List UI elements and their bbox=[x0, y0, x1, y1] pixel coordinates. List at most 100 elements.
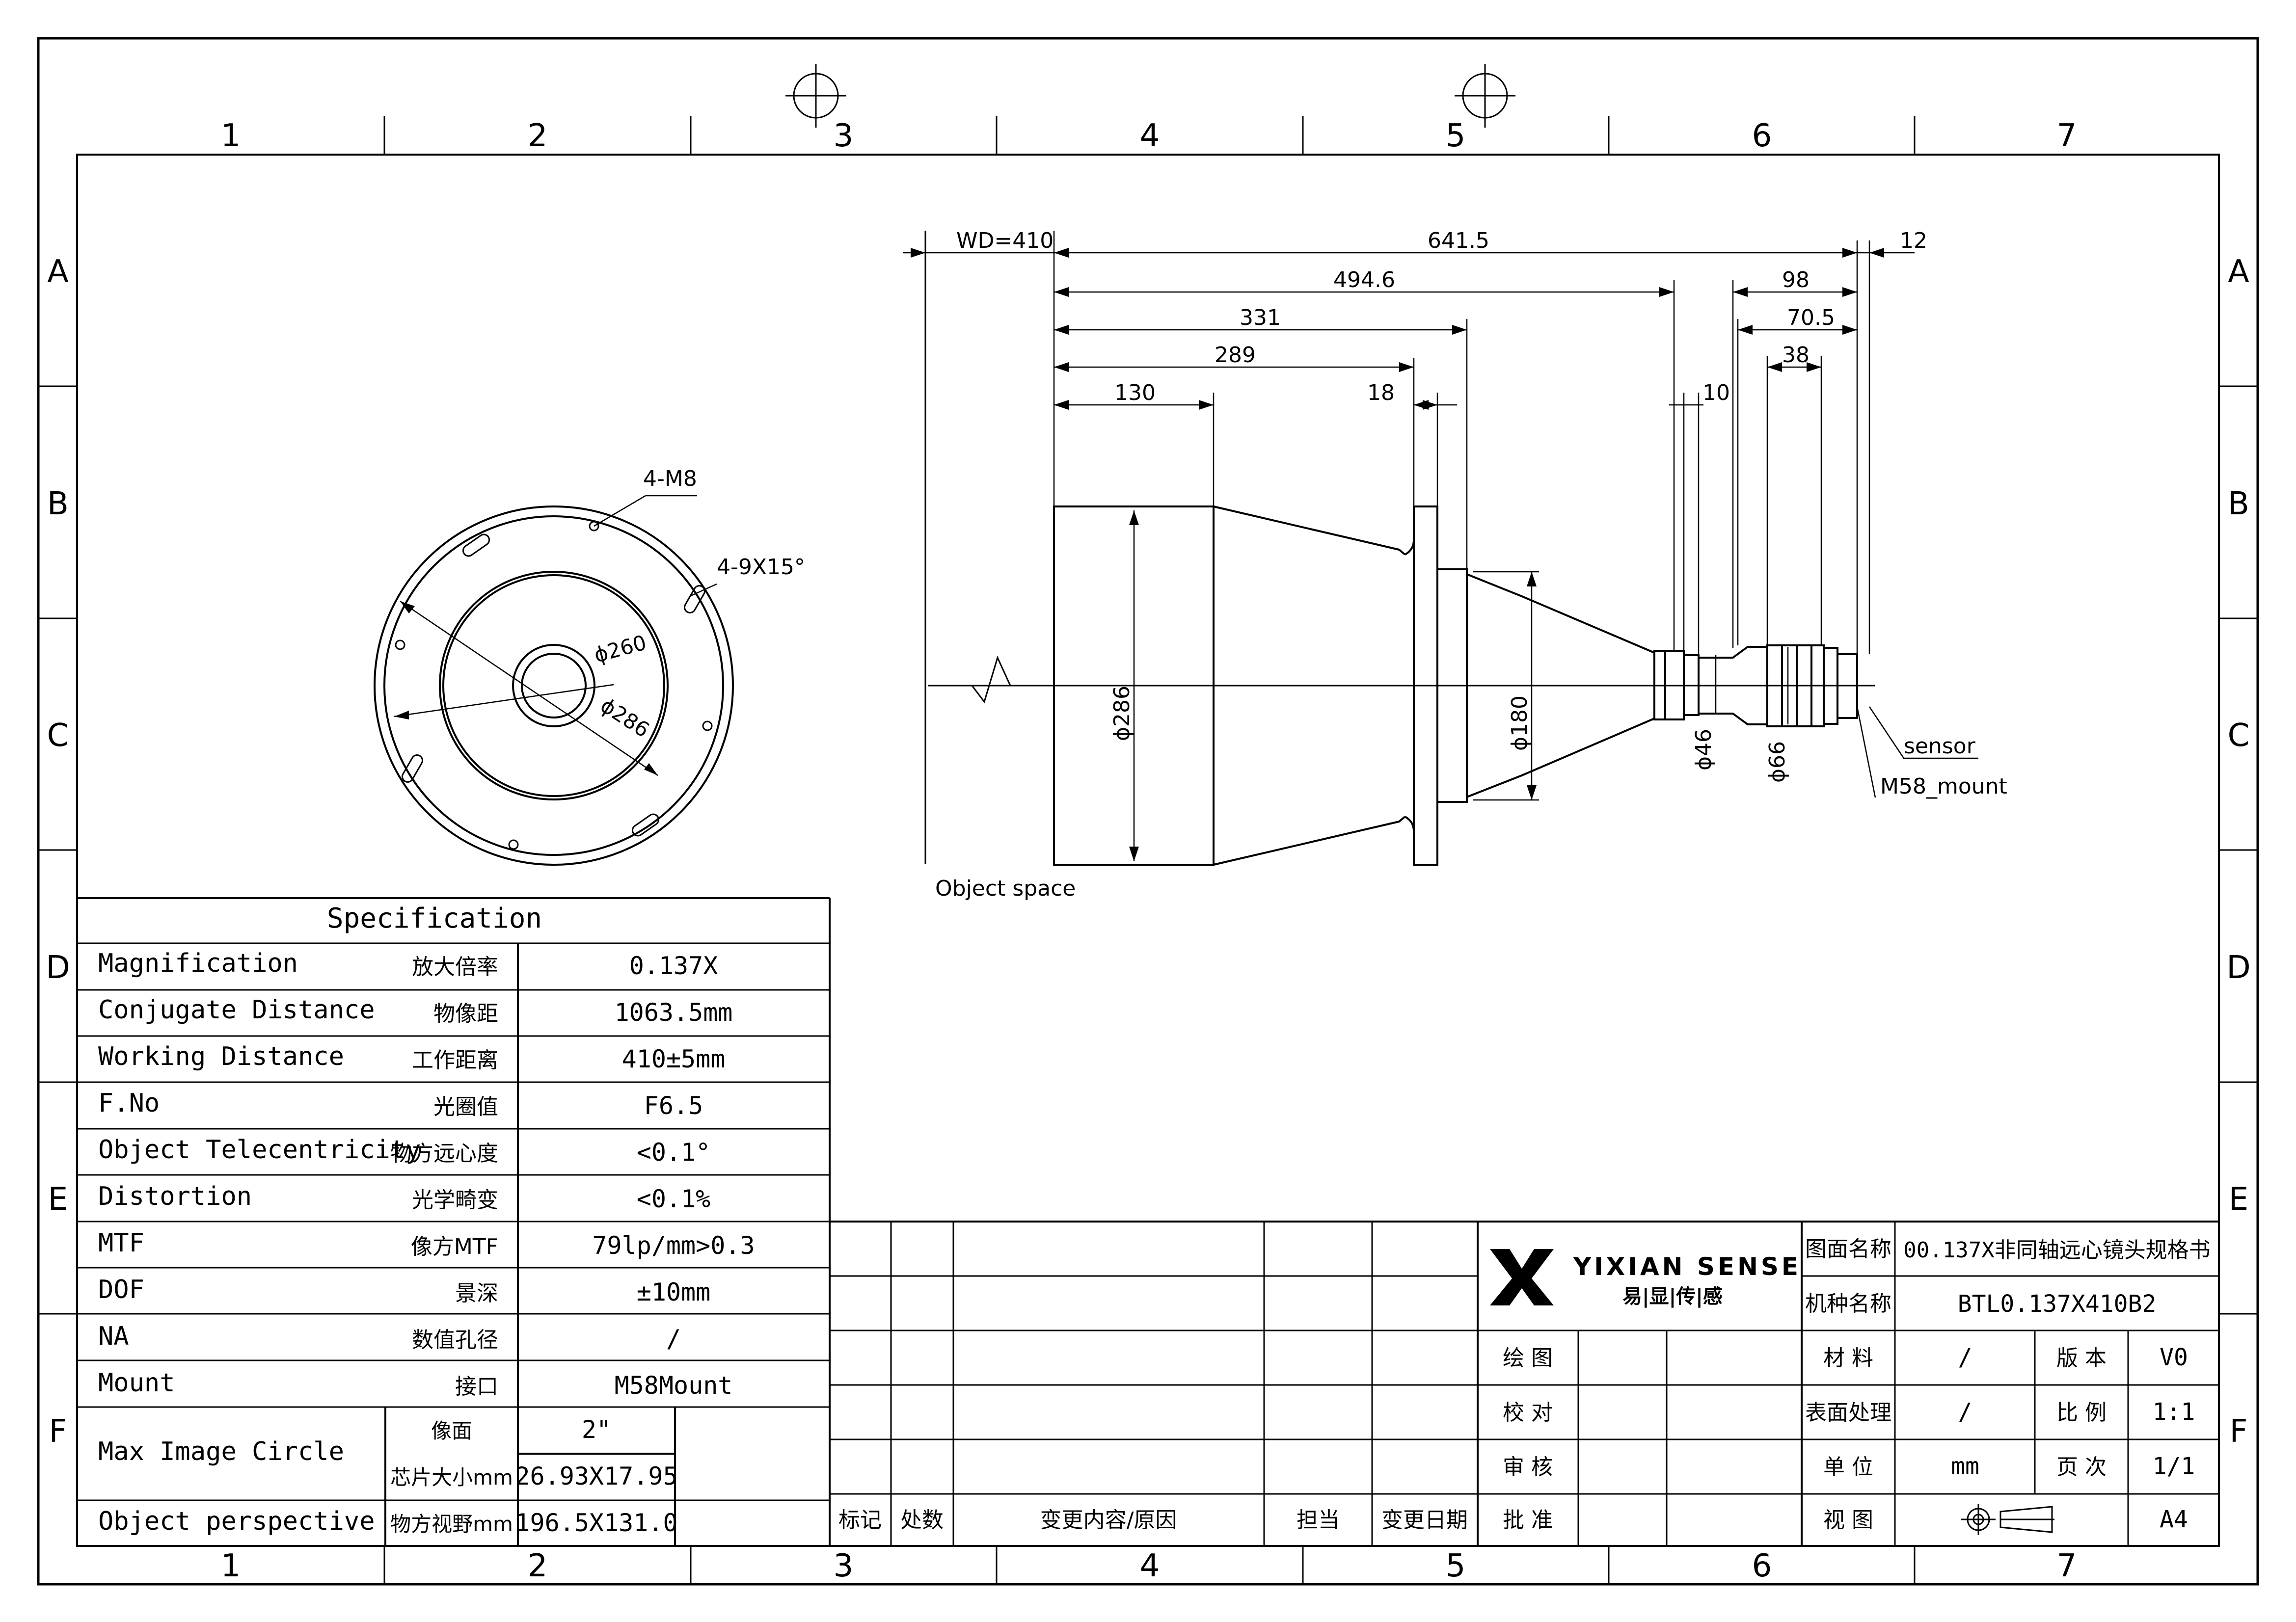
mic-sub1: 像面 bbox=[431, 1419, 472, 1443]
spec-val: 0.137X bbox=[629, 952, 718, 980]
dim-38: 38 bbox=[1782, 343, 1810, 368]
row-label: F bbox=[2230, 1413, 2248, 1450]
model-label: 机种名称 bbox=[1805, 1291, 1891, 1316]
drawn-label: 绘 图 bbox=[1503, 1346, 1553, 1371]
side-view: ϕ286 ϕ180 ϕ46 ϕ66 bbox=[903, 228, 2007, 901]
spec-cn: 像方MTF bbox=[411, 1234, 498, 1259]
row-label: B bbox=[2228, 486, 2249, 522]
drawing-name: 00.137X非同轴远心镜头规格书 bbox=[1903, 1238, 2210, 1263]
spec-val: 79lp/mm>0.3 bbox=[592, 1231, 755, 1260]
spec-en: Object perspective bbox=[98, 1507, 375, 1536]
spec-val: F6.5 bbox=[644, 1091, 703, 1120]
rev-content: 变更内容/原因 bbox=[1040, 1508, 1177, 1533]
unit-value: mm bbox=[1951, 1453, 1979, 1480]
col-label: 4 bbox=[1140, 1548, 1160, 1584]
size-value: A4 bbox=[2160, 1506, 2188, 1533]
sheet-frame bbox=[37, 37, 2259, 1586]
dim-18: 18 bbox=[1367, 380, 1395, 405]
col-label: 3 bbox=[834, 118, 854, 154]
page-value: 1/1 bbox=[2153, 1453, 2195, 1480]
unit-label: 单 位 bbox=[1823, 1455, 1873, 1480]
version-label: 版 本 bbox=[2056, 1346, 2107, 1371]
col-label: 2 bbox=[528, 1548, 548, 1584]
dim-overall: 641.5 bbox=[1428, 228, 1489, 253]
slots-label: 4-9X15° bbox=[717, 555, 805, 580]
zone-ticks bbox=[38, 116, 2258, 1584]
finish-label: 表面处理 bbox=[1805, 1400, 1891, 1425]
spec-en: MTF bbox=[98, 1228, 144, 1258]
centering-mark-right bbox=[1455, 64, 1515, 128]
spec-cn: 物像距 bbox=[433, 1001, 498, 1026]
spec-en: Mount bbox=[98, 1368, 175, 1398]
finish-value: / bbox=[1958, 1398, 1972, 1426]
col-label: 1 bbox=[221, 118, 241, 154]
rev-date: 变更日期 bbox=[1381, 1508, 1468, 1533]
row-label: F bbox=[49, 1413, 67, 1450]
rev-owner: 担当 bbox=[1297, 1508, 1340, 1533]
spec-en: Object Telecentricity bbox=[98, 1135, 421, 1165]
row-label: A bbox=[47, 254, 69, 290]
page-label: 页 次 bbox=[2056, 1455, 2107, 1480]
op-val: 196.5X131.0 bbox=[515, 1509, 677, 1537]
front-view: 4-M8 4-9X15° ϕ260 ϕ286 bbox=[374, 466, 805, 866]
col-label: 5 bbox=[1446, 118, 1466, 154]
spec-val: <0.1° bbox=[637, 1138, 711, 1167]
mic-sub2: 芯片大小mm bbox=[390, 1465, 513, 1489]
col-label: 4 bbox=[1140, 118, 1160, 154]
dim-494: 494.6 bbox=[1333, 267, 1395, 292]
col-label: 7 bbox=[2057, 1548, 2077, 1584]
col-label: 6 bbox=[1752, 1548, 1772, 1584]
dim-70: 70.5 bbox=[1787, 305, 1835, 330]
spec-en: Distortion bbox=[98, 1182, 252, 1211]
projection-symbol-icon bbox=[1961, 1504, 2054, 1535]
dia46-side: ϕ46 bbox=[1691, 729, 1716, 771]
dim-12: 12 bbox=[1900, 228, 1927, 253]
spec-cn: 工作距离 bbox=[412, 1048, 498, 1073]
row-label: C bbox=[2228, 718, 2250, 754]
view-label: 视 图 bbox=[1823, 1508, 1873, 1533]
rev-mark: 标记 bbox=[838, 1508, 882, 1533]
holes-label: 4-M8 bbox=[643, 466, 697, 491]
row-label: E bbox=[2229, 1181, 2248, 1218]
row-label: E bbox=[48, 1181, 68, 1218]
spec-val: 410±5mm bbox=[622, 1045, 726, 1073]
title-block: 标记 处数 变更内容/原因 担当 变更日期 YIXIAN SENSE 易|显|传… bbox=[830, 1221, 2219, 1546]
logo-x-mark bbox=[1490, 1249, 1554, 1305]
spec-table: Specification Magnification Conjugate Di… bbox=[77, 897, 831, 1546]
col-label: 5 bbox=[1446, 1548, 1466, 1584]
dim-wd: WD=410 bbox=[956, 228, 1053, 253]
model-name: BTL0.137X410B2 bbox=[1958, 1290, 2157, 1318]
spec-cn: 数值孔径 bbox=[412, 1328, 498, 1353]
material-value: / bbox=[1958, 1344, 1972, 1371]
scale-label: 比 例 bbox=[2056, 1400, 2107, 1425]
col-label: 6 bbox=[1752, 118, 1772, 154]
spec-en: F.No bbox=[98, 1089, 160, 1118]
col-label: 3 bbox=[834, 1548, 854, 1584]
dim-10: 10 bbox=[1702, 380, 1730, 405]
centering-mark-left bbox=[785, 64, 846, 128]
logo-text: YIXIAN SENSE bbox=[1573, 1252, 1801, 1281]
dim-289: 289 bbox=[1215, 343, 1256, 368]
dim-98: 98 bbox=[1782, 267, 1810, 292]
logo: YIXIAN SENSE 易|显|传|感 bbox=[1490, 1249, 1801, 1308]
row-label: B bbox=[47, 486, 69, 522]
drawing-name-label: 图面名称 bbox=[1805, 1237, 1891, 1262]
lens-body bbox=[1053, 505, 1858, 866]
rev-count: 处数 bbox=[900, 1508, 944, 1533]
dim-331: 331 bbox=[1240, 305, 1281, 330]
spec-val: <0.1% bbox=[637, 1185, 711, 1213]
dim-130: 130 bbox=[1114, 380, 1156, 405]
sensor-label: sensor bbox=[1904, 734, 1976, 759]
logo-cn: 易|显|传|感 bbox=[1622, 1285, 1723, 1308]
spec-en: Max Image Circle bbox=[98, 1437, 344, 1466]
col-label: 7 bbox=[2057, 118, 2077, 154]
dia180-side: ϕ180 bbox=[1507, 695, 1532, 751]
row-label: D bbox=[2226, 950, 2250, 986]
dia286-label: ϕ286 bbox=[596, 693, 654, 742]
spec-cn: 光学畸变 bbox=[412, 1188, 498, 1213]
spec-cn: 光圈值 bbox=[433, 1094, 498, 1119]
spec-en: DOF bbox=[98, 1275, 144, 1304]
col-label: 2 bbox=[528, 118, 548, 154]
zone-labels: 1 2 3 4 5 6 7 1 2 3 4 5 6 7 A B C D E F … bbox=[46, 118, 2250, 1584]
